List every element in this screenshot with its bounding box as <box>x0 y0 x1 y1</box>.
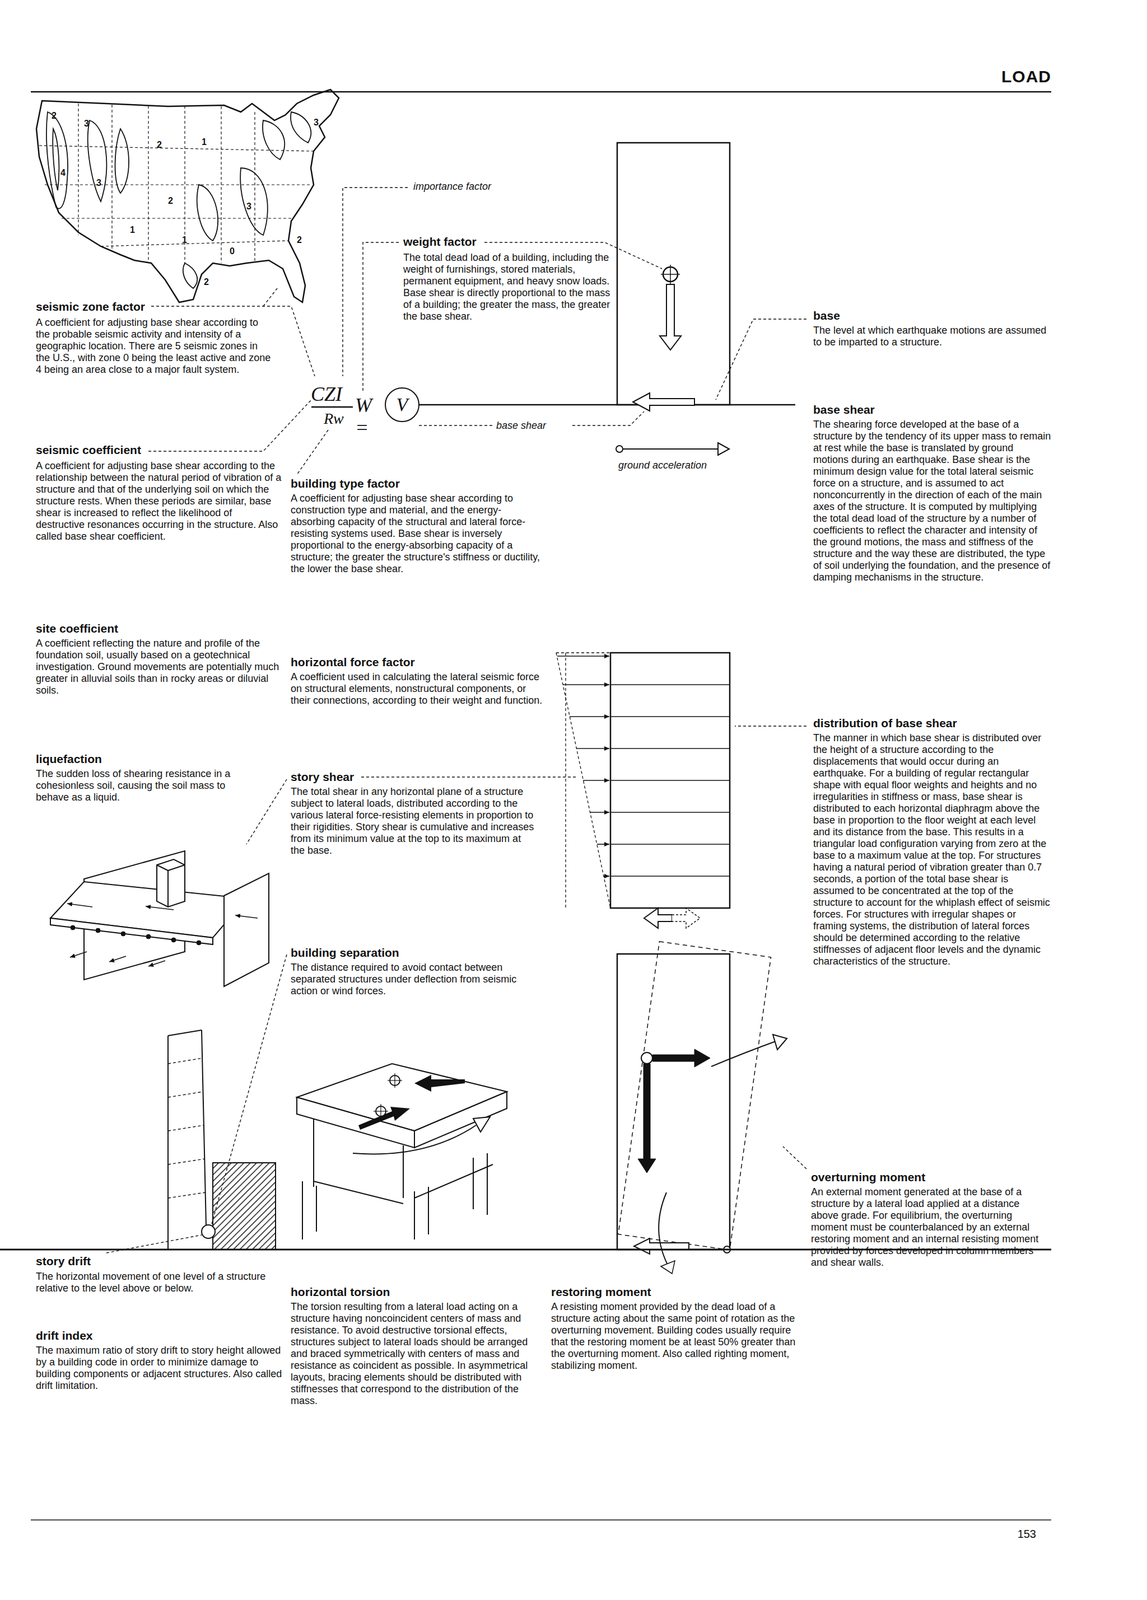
zone-number: 3 <box>246 201 259 212</box>
fraction-bar <box>311 407 353 408</box>
page-number: 153 <box>1002 1527 1037 1542</box>
callout-label: base shear <box>496 419 570 432</box>
overturning-building <box>617 942 787 1275</box>
zone-number: 1 <box>182 235 195 246</box>
term-definition: The total dead load of a building, inclu… <box>403 252 611 323</box>
zone-number: 2 <box>156 140 170 151</box>
term-definition: A coefficient reflecting the nature and … <box>35 637 283 697</box>
zone-number: 3 <box>96 178 109 189</box>
term-heading: distribution of base shear <box>813 716 1049 731</box>
term-heading: base <box>813 309 1049 323</box>
term-heading: drift index <box>35 1329 204 1344</box>
zone-number: 3 <box>313 117 326 128</box>
seismic-zone-map <box>36 89 339 303</box>
zone-number: 1 <box>129 225 143 236</box>
term-heading: seismic coefficient <box>35 443 272 458</box>
term-heading: liquefaction <box>35 752 204 767</box>
term-definition: The total shear in any horizontal plane … <box>290 786 538 857</box>
term-definition: A coefficient for adjusting base shear a… <box>35 460 283 543</box>
term-definition: The maximum ratio of story drift to stor… <box>35 1345 283 1393</box>
term-heading: overturning moment <box>810 1171 1047 1185</box>
formula-term: CZI <box>310 383 356 406</box>
term-definition: The distance required to avoid contact b… <box>290 962 538 998</box>
zone-number: 2 <box>51 110 64 121</box>
term-heading: seismic zone factor <box>35 300 272 314</box>
story-drift-figure <box>168 1030 276 1251</box>
term-heading: building separation <box>290 946 526 960</box>
term-heading: base shear <box>813 403 1049 417</box>
term-definition: The manner in which base shear is distri… <box>813 732 1052 968</box>
term-definition: A coefficient for adjusting base shear a… <box>35 316 272 376</box>
term-definition: A coefficient for adjusting base shear a… <box>290 492 546 576</box>
page-rule <box>30 91 1052 1521</box>
term-heading: restoring moment <box>551 1285 787 1300</box>
zone-number: 2 <box>203 277 217 288</box>
formula-term: Rw <box>323 409 358 428</box>
zone-number: 4 <box>60 168 73 179</box>
term-definition: The level at which earthquake motions ar… <box>813 324 1052 349</box>
shear-wall-isometric <box>50 851 269 987</box>
term-heading: weight factor <box>403 235 572 249</box>
term-definition: The torsion resulting from a lateral loa… <box>290 1301 538 1408</box>
term-definition: A resisting moment provided by the dead … <box>551 1301 801 1373</box>
callout-label: ground acceleration <box>618 459 742 472</box>
term-heading: building type factor <box>290 477 526 491</box>
torsion-isometric <box>296 1064 507 1240</box>
story-shear-building <box>556 653 730 929</box>
callout-label: importance factor <box>413 180 554 193</box>
zone-number: 2 <box>296 235 310 246</box>
result-circle: V <box>384 387 420 423</box>
term-heading: story shear <box>290 770 403 785</box>
zone-number: 0 <box>229 246 242 257</box>
term-definition: The sudden loss of shearing resistance i… <box>35 768 260 804</box>
zone-number: 2 <box>168 196 181 207</box>
term-definition: A coefficient used in calculating the la… <box>290 671 546 707</box>
term-heading: site coefficient <box>35 622 272 636</box>
result-symbol: V <box>396 394 409 416</box>
formula-term: W = <box>355 394 387 440</box>
term-heading: horizontal force factor <box>290 655 526 670</box>
zone-number: 3 <box>84 118 97 129</box>
term-definition: An external moment generated at the base… <box>810 1186 1049 1270</box>
term-definition: The horizontal movement of one level of … <box>35 1271 283 1295</box>
section-header: LOAD <box>974 67 1052 87</box>
term-heading: story drift <box>35 1255 204 1269</box>
term-heading: horizontal torsion <box>290 1285 526 1300</box>
term-definition: The shearing force developed at the base… <box>813 418 1052 584</box>
zone-number: 1 <box>201 137 214 148</box>
